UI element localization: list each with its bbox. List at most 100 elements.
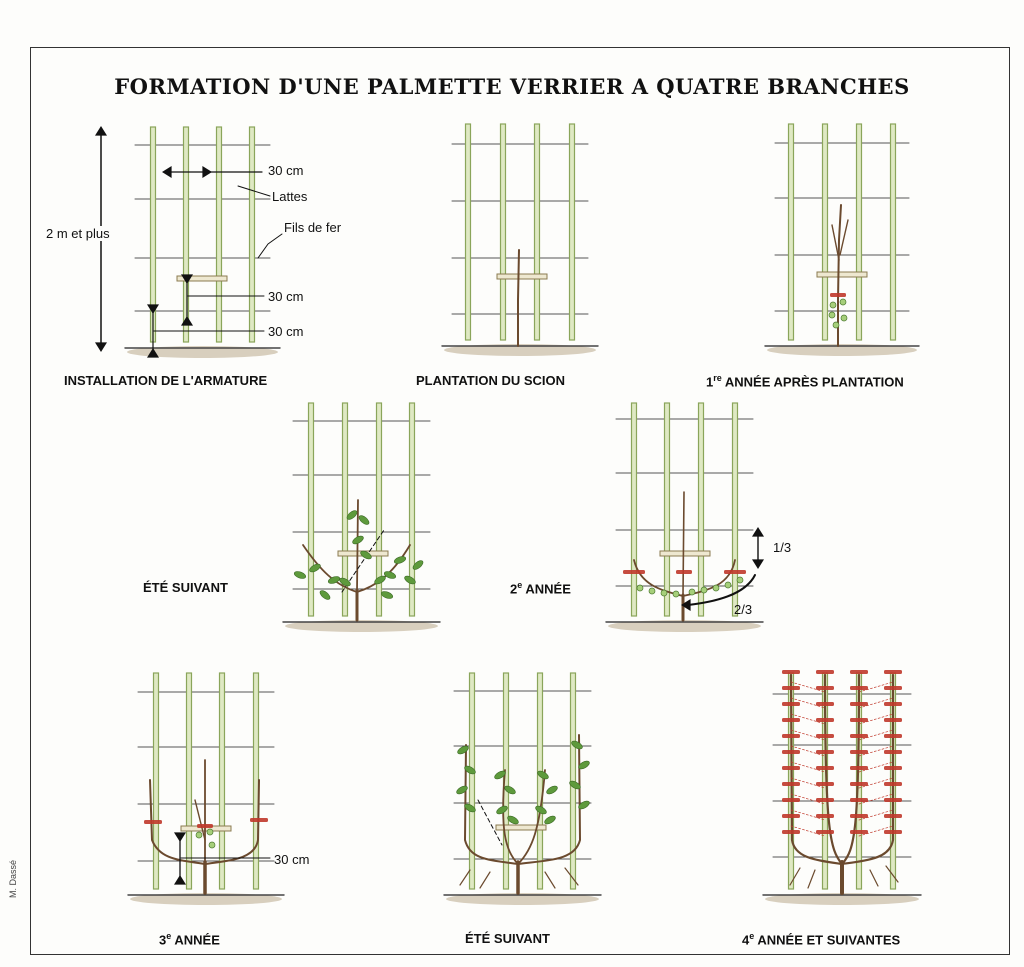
lath <box>307 402 315 617</box>
arrow-head <box>174 832 186 842</box>
arrow-head <box>202 166 212 178</box>
bud <box>828 311 836 319</box>
arrow-head <box>752 559 764 569</box>
bud <box>829 301 837 309</box>
tie-mark <box>816 702 834 706</box>
arrow-head <box>181 316 193 326</box>
caption-plantation-scion: PLANTATION DU SCION <box>416 373 566 388</box>
tie-mark <box>816 798 834 802</box>
leaf <box>309 563 321 573</box>
leaf <box>504 785 516 795</box>
dashed-link <box>858 745 894 757</box>
leaf <box>339 577 351 587</box>
branch-3 <box>840 673 861 866</box>
leaf <box>374 575 386 585</box>
branch-left <box>302 544 358 593</box>
lattes-pointer <box>237 185 271 197</box>
lath <box>182 126 190 343</box>
bud <box>195 831 203 839</box>
tie-mark <box>816 766 834 770</box>
tie-mark <box>144 820 162 824</box>
two-thirds-arrow <box>687 574 756 606</box>
label-lath-spacing: 30 cm <box>268 163 304 178</box>
caption-fourth-year: 4e ANNÉE ET SUIVANTES <box>742 931 901 948</box>
tie-mark <box>850 734 868 738</box>
tie-mark <box>782 670 800 674</box>
lath <box>731 402 739 617</box>
lath <box>248 126 256 343</box>
bud <box>736 576 744 584</box>
lath <box>185 672 193 890</box>
arrow-head <box>681 599 691 611</box>
tie-mark <box>884 718 902 722</box>
cross-bar <box>495 824 547 831</box>
lath <box>821 123 829 341</box>
bud <box>724 581 732 589</box>
bud <box>700 586 708 594</box>
leaf <box>544 815 556 825</box>
soil-bed <box>444 344 596 356</box>
leaf <box>352 535 364 545</box>
soil-bed <box>765 893 919 905</box>
bud <box>206 828 214 836</box>
dashed-link <box>790 825 826 837</box>
label-fils-de-fer: Fils de fer <box>284 220 342 235</box>
bud <box>636 584 644 592</box>
branch-left <box>149 779 206 865</box>
tie-mark <box>884 830 902 834</box>
caption-second-year: 2e ANNÉE <box>510 580 571 597</box>
leaf <box>464 803 476 813</box>
tie-mark <box>816 734 834 738</box>
tie-mark <box>816 686 834 690</box>
tie-mark <box>850 670 868 674</box>
lath <box>855 123 863 341</box>
soil-bed <box>767 344 917 356</box>
tie-mark <box>850 782 868 786</box>
diagram-title: FORMATION D'UNE PALMETTE VERRIER A QUATR… <box>114 74 910 99</box>
leaf <box>346 510 358 520</box>
cross-bar <box>496 273 548 280</box>
tie-mark <box>884 798 902 802</box>
tie-mark <box>850 798 868 802</box>
tie-mark <box>782 830 800 834</box>
lath <box>252 672 260 890</box>
caption-third-year: 3e ANNÉE <box>159 931 220 948</box>
lath <box>215 126 223 343</box>
bud <box>672 590 680 598</box>
spurs <box>459 867 579 889</box>
dashed-link <box>858 793 894 805</box>
tie-mark <box>782 718 800 722</box>
caption-installation-armature: INSTALLATION DE L'ARMATURE <box>64 373 268 388</box>
lath <box>375 402 383 617</box>
tie-mark <box>782 702 800 706</box>
tie-mark <box>816 750 834 754</box>
tie-mark <box>782 782 800 786</box>
arrow-head <box>752 527 764 537</box>
dashed-link <box>858 697 894 709</box>
dashed-link <box>858 681 894 693</box>
leaf <box>496 805 508 815</box>
panel-ete-suivant-2 <box>443 672 602 905</box>
tie-mark <box>884 686 902 690</box>
label-fraction-one-third: 1/3 <box>773 540 792 555</box>
leaf <box>507 815 519 825</box>
tie-mark <box>850 814 868 818</box>
arrow-head <box>95 342 107 352</box>
branch-center <box>356 499 359 593</box>
panel-ete-suivant-1 <box>282 402 441 632</box>
tie-mark <box>850 750 868 754</box>
lath <box>408 402 416 617</box>
tie-mark <box>884 750 902 754</box>
branch-inner-left <box>502 769 519 865</box>
dashed-link <box>858 713 894 725</box>
tie-mark <box>782 750 800 754</box>
cut-line <box>477 799 503 846</box>
tie-mark <box>884 782 902 786</box>
tie-mark <box>850 718 868 722</box>
leaf <box>358 515 370 525</box>
tie-mark <box>884 766 902 770</box>
tie-mark <box>884 702 902 706</box>
panel-first-year <box>764 123 920 356</box>
arrow-head <box>181 274 193 284</box>
